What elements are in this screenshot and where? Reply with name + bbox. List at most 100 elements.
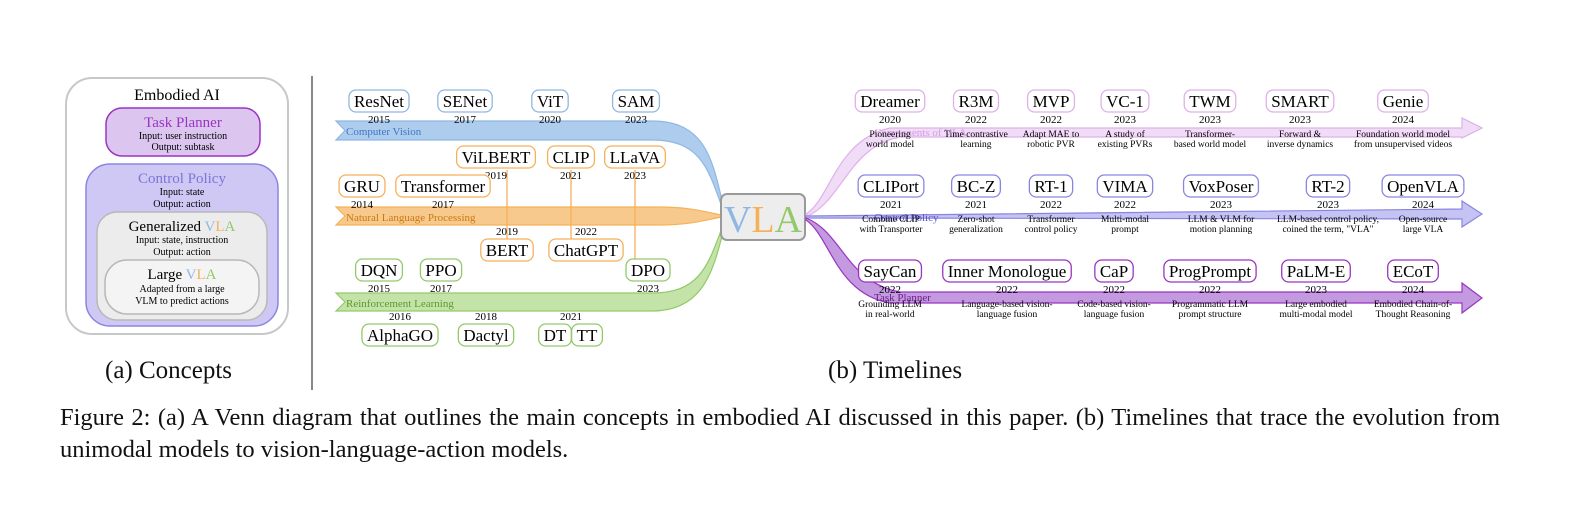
milestone-name: ChatGPT: [554, 241, 619, 260]
milestone-tt: TT: [570, 323, 604, 347]
milestone-name: LLaVA: [610, 148, 661, 167]
task-planner-output: Output: subtask: [151, 142, 214, 153]
milestone-box: [857, 174, 925, 198]
milestone-box: [625, 258, 671, 282]
milestone-name: CLIP: [553, 148, 590, 167]
milestone-box: [1183, 89, 1237, 113]
milestone-year: 2020: [539, 114, 562, 126]
milestone-box: [395, 174, 491, 198]
milestone-year: 2017: [432, 199, 455, 211]
milestone-year: 2023: [624, 170, 647, 182]
milestone-name: Dactyl: [463, 326, 509, 345]
milestone-year: 2016: [389, 311, 412, 323]
milestone-desc-line1: Programmatic LLM: [1172, 300, 1249, 310]
large-vla-line1: Adapted from a large: [139, 284, 225, 295]
nlp-connectors: [506, 170, 636, 272]
milestone-name: RT-2: [1311, 177, 1344, 196]
milestone-year: 2023: [625, 114, 648, 126]
milestone-name: PPO: [425, 261, 456, 280]
milestone-desc-line2: large VLA: [1403, 225, 1444, 235]
milestone-year: 2015: [368, 283, 391, 295]
milestone-vit: ViT 2020: [531, 89, 569, 126]
milestone-year: 2022: [879, 284, 901, 296]
milestone-year: 2018: [475, 311, 498, 323]
left-milestones: ResNet2015SENet2017ViT2020SAM2023ViLBERT…: [338, 89, 671, 347]
milestone-year: 2022: [965, 114, 987, 126]
control-policy-arrow: [805, 199, 1484, 229]
task-planner-region: [105, 107, 261, 157]
large-vla-line2: VLM to predict actions: [135, 296, 229, 307]
milestone-desc-line2: based world model: [1174, 140, 1247, 150]
milestone-name: SAM: [618, 92, 655, 111]
milestone-name: TWM: [1189, 92, 1231, 111]
milestone-desc-line1: Code-based vision-: [1077, 300, 1151, 310]
milestone-name: SENet: [443, 92, 488, 111]
milestone-year: 2022: [575, 226, 597, 238]
milestone-desc-line1: Transformer-: [1185, 129, 1235, 140]
nlp-label: Natural Language Processing: [346, 212, 476, 224]
milestone-desc-line2: robotic PVR: [1027, 140, 1075, 150]
milestone-name: ProgPrompt: [1169, 262, 1251, 281]
milestone-box: [570, 323, 604, 347]
milestone-year: 2024: [1392, 114, 1415, 126]
milestone-box: [1305, 174, 1351, 198]
milestone-dactyl: Dactyl 2018: [457, 311, 515, 347]
milestone-desc-line1: Grounding LLM: [858, 300, 922, 310]
milestone-desc-line1: Transformer: [1027, 214, 1075, 225]
milestone-year: 2022: [1040, 199, 1062, 211]
milestone-box: [1163, 259, 1257, 283]
milestone-box: [348, 89, 410, 113]
milestone-year: 2023: [1305, 284, 1328, 296]
control-policy-title: Control Policy: [138, 171, 226, 187]
large-vla-region: [104, 259, 260, 315]
milestone-box: [455, 145, 537, 169]
milestone-name: DQN: [361, 261, 398, 280]
subcaption-timelines: (b) Timelines: [828, 357, 963, 384]
rl-label: Reinforcement Learning: [346, 298, 454, 310]
generalized-vla-output: Output: action: [153, 247, 211, 258]
milestone-box: [419, 258, 463, 282]
milestone-name: PaLM-E: [1287, 262, 1346, 281]
task-planner-input: Input: user instruction: [139, 131, 227, 142]
milestone-box: [1026, 89, 1076, 113]
control-policy-input: Input: state: [160, 187, 205, 198]
milestone-year: 2019: [485, 170, 508, 182]
milestone-chatgpt: ChatGPT 2022: [548, 226, 624, 262]
milestone-box: [1028, 174, 1074, 198]
milestone-year: 2020: [879, 114, 902, 126]
figure-canvas: Embodied AI Task Planner Input: user ins…: [65, 76, 1484, 390]
milestone-box: [1100, 89, 1150, 113]
milestone-name: Dreamer: [860, 92, 920, 111]
figure-caption: Figure 2: (a) A Venn diagram that outlin…: [60, 404, 1500, 463]
control-policy-output: Output: action: [153, 199, 211, 210]
milestone-name: ResNet: [354, 92, 404, 111]
milestone-box: [1094, 259, 1134, 283]
milestone-desc-line2: prompt structure: [1178, 310, 1241, 320]
milestone-name: MVP: [1033, 92, 1070, 111]
milestone-name: ViT: [537, 92, 564, 111]
milestone-year: 2023: [1289, 114, 1312, 126]
milestone-name: VoxPoser: [1189, 177, 1254, 196]
milestone-name: SMART: [1271, 92, 1329, 111]
milestone-name: VC-1: [1106, 92, 1144, 111]
milestone-box: [1381, 174, 1465, 198]
milestone-name: RT-1: [1034, 177, 1067, 196]
milestone-box: [1377, 89, 1429, 113]
milestone-year: 2021: [965, 199, 987, 211]
milestone-desc-line2: language fusion: [1084, 309, 1145, 320]
milestone-year: 2023: [1317, 199, 1340, 211]
